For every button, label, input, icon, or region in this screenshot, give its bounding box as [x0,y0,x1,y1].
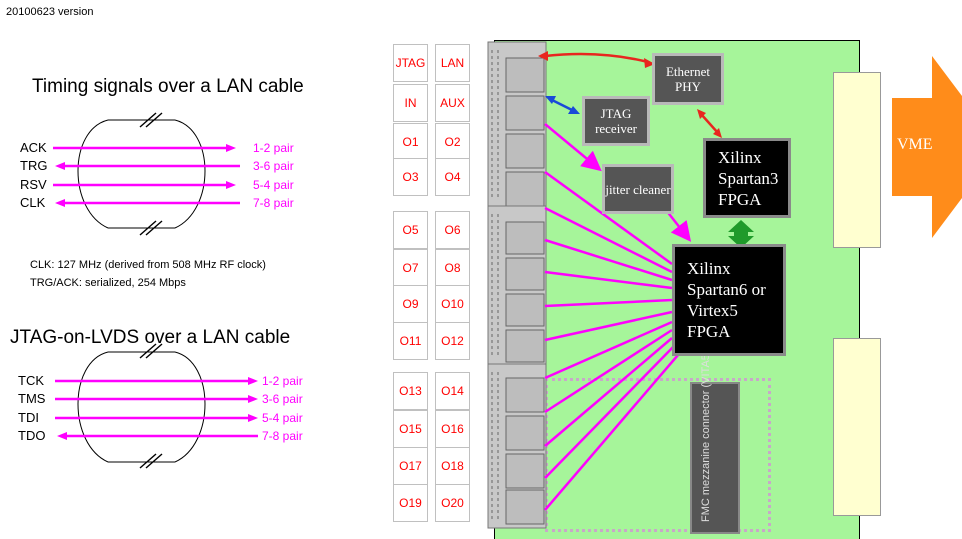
pair-label: 1-2 pair [253,141,294,155]
signal-clk: CLK [20,195,46,210]
spartan6-fpga: Xilinx Spartan6 or Virtex5 FPGA [672,244,786,356]
port-aux: AUX [435,84,470,122]
vme-label: VME [897,136,933,153]
clock-note: CLK: 127 MHz (derived from 508 MHz RF cl… [30,259,266,271]
spartan3-label: Xilinx Spartan3 FPGA [718,147,779,209]
vme-connector-p1 [833,72,881,248]
fmc-connector [690,382,740,534]
port-o13: O13 [393,372,428,410]
port-o2: O2 [435,123,470,161]
port-o15: O15 [393,410,428,448]
port-o4: O4 [435,158,470,196]
port-o20: O20 [435,484,470,522]
signal-ack: ACK [20,140,47,155]
signal-rsv: RSV [20,177,47,192]
pair-label: 3-6 pair [253,159,294,173]
fpga-interlink [728,220,754,248]
pair-label: 1-2 pair [262,374,303,388]
rj45-stack-bottom [487,363,547,529]
pair-label: 7-8 pair [253,196,294,210]
port-o8: O8 [435,249,470,287]
in-jitter-link [544,123,602,172]
rj45-stack-middle [487,205,547,367]
pair-label: 5-4 pair [262,411,303,425]
port-o6: O6 [435,211,470,249]
jitter-cleaner-chip: jitter cleaner [602,164,674,214]
port-o11: O11 [393,322,428,360]
vme-arrow [892,56,962,238]
signal-tck: TCK [18,373,44,388]
port-o10: O10 [435,285,470,323]
port-o16: O16 [435,410,470,448]
port-in: IN [393,84,428,122]
port-o7: O7 [393,249,428,287]
port-o5: O5 [393,211,428,249]
version-label: 20100623 version [6,6,94,18]
signal-tdi: TDI [18,410,39,425]
cable-diagrams [53,112,258,469]
port-lan: LAN [435,44,470,82]
timing-signal-lines [53,144,240,207]
jtag-signal-lines [55,377,258,440]
port-o14: O14 [435,372,470,410]
timing-heading: Timing signals over a LAN cable [32,76,304,97]
pair-label: 7-8 pair [262,429,303,443]
jtag-cable [77,343,206,469]
port-o12: O12 [435,322,470,360]
signal-tdo: TDO [18,428,46,443]
trg-ack-note: TRG/ACK: serialized, 254 Mbps [30,277,186,289]
signal-trg: TRG [20,158,48,173]
vme-connector-p2 [833,338,881,516]
lan-ethernet-link [538,51,655,68]
jtag-receiver-chip: JTAG receiver [582,96,650,146]
jtag-receiver-link [545,96,580,114]
rj45-stack-top [487,41,547,209]
port-o19: O19 [393,484,428,522]
output-signal-lines [544,170,685,511]
port-jtag: JTAG [393,44,428,82]
port-o9: O9 [393,285,428,323]
spartan6-label: Xilinx Spartan6 or Virtex5 FPGA [687,259,766,341]
port-o3: O3 [393,158,428,196]
signal-tms: TMS [18,391,46,406]
pair-label: 5-4 pair [253,178,294,192]
phy-spartan3-link [697,109,722,138]
ethernet-phy-chip: Ethernet PHY [652,53,724,105]
jitter-fpga-link [665,209,692,242]
pair-label: 3-6 pair [262,392,303,406]
spartan3-fpga: Xilinx Spartan3 FPGA [703,138,791,218]
jtag-heading: JTAG-on-LVDS over a LAN cable [10,327,291,348]
timing-cable [77,112,206,236]
